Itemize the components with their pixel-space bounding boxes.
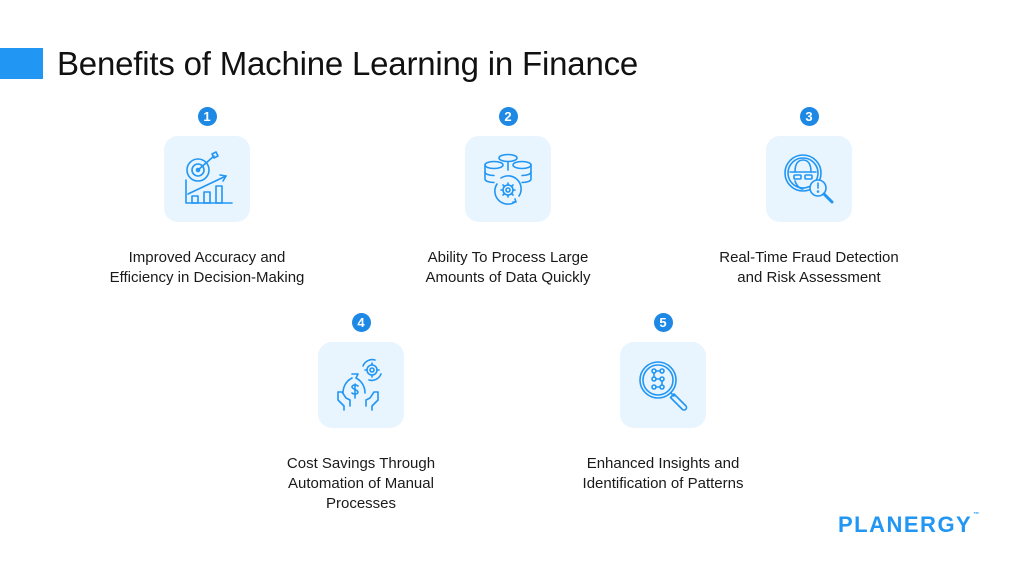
benefit-item-2: 2 Ability To Process Large Amounts of Da… [358, 107, 658, 288]
brand-logo: PLANERGY™ [838, 512, 979, 538]
benefit-item-1: 1 Improved Accuracy and Efficiency in De… [57, 107, 357, 288]
benefit-item-3: 3 Real-Time Fraud Detection and Risk Ass… [659, 107, 959, 288]
label-line: Amounts of Data Quickly [425, 269, 591, 286]
label-line: Processes [325, 495, 397, 512]
label-line: Cost Savings Through [286, 455, 436, 472]
logo-text: PLANERGY [838, 512, 973, 537]
icon-tile [318, 342, 404, 428]
title-accent-bar [0, 48, 43, 79]
number-badge: 3 [799, 107, 819, 126]
label-line: Real-Time Fraud Detection [719, 249, 899, 266]
label-line: Efficiency in Decision-Making [109, 269, 305, 286]
number-badge: 5 [653, 313, 673, 332]
number-badge: 4 [351, 313, 371, 332]
label-line: and Risk Assessment [737, 269, 881, 286]
label-line: Ability To Process Large [427, 249, 589, 266]
benefit-label: Real-Time Fraud Detection and Risk Asses… [659, 248, 959, 288]
hands-money-gear-icon [337, 358, 382, 411]
benefit-item-5: 5 Enhanced Insights and Identification o… [513, 313, 813, 494]
database-gear-sync-icon [484, 153, 532, 205]
label-line: Automation of Manual [288, 475, 434, 492]
benefit-label: Enhanced Insights and Identification of … [513, 454, 813, 494]
pattern-magnifier-icon [639, 361, 688, 411]
fraud-detection-magnifier-icon [784, 154, 834, 204]
benefit-item-4: 4 Cost Savings Through Automation of Man… [211, 313, 511, 514]
number-badge: 1 [197, 107, 217, 126]
label-line: Enhanced Insights and [586, 455, 740, 472]
page-title: Benefits of Machine Learning in Finance [57, 45, 639, 82]
icon-tile [766, 136, 852, 222]
label-line: Identification of Patterns [582, 475, 744, 492]
icon-tile [465, 136, 551, 222]
trademark-symbol: ™ [973, 512, 980, 518]
target-growth-chart-icon [185, 151, 233, 204]
icon-tile [620, 342, 706, 428]
benefit-label: Cost Savings Through Automation of Manua… [211, 454, 511, 514]
number-badge: 2 [498, 107, 518, 126]
benefit-label: Improved Accuracy and Efficiency in Deci… [57, 248, 357, 288]
icon-tile [164, 136, 250, 222]
label-line: Improved Accuracy and [128, 249, 286, 266]
benefit-label: Ability To Process Large Amounts of Data… [358, 248, 658, 288]
